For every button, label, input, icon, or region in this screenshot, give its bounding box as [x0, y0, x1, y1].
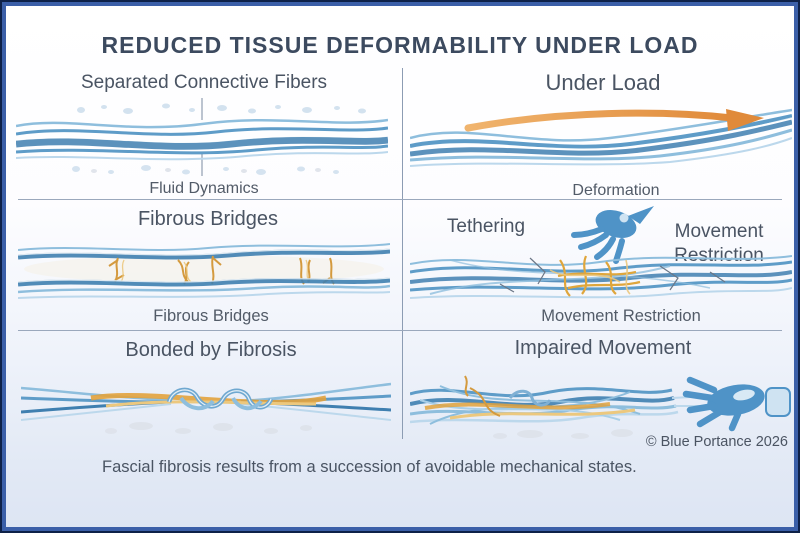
gloved-hand-icon — [682, 376, 791, 432]
tethering-label: Movement Restriction — [541, 307, 701, 325]
bonded-by-fibrosis-heading: Bonded by Fibrosis — [125, 339, 297, 361]
impaired-movement-illustration — [410, 375, 791, 439]
movement-restriction-line1: Movement — [674, 221, 764, 242]
fibrous-bridges-label: Fibrous Bridges — [153, 307, 269, 325]
page-title: REDUCED TISSUE DEFORMABILITY UNDER LOAD — [101, 32, 699, 58]
separated-fibers-heading: Separated Connective Fibers — [80, 72, 328, 93]
copyright-text: © Blue Portance 2026 — [645, 434, 788, 450]
tethering-heading: Tethering — [446, 216, 526, 237]
fibrous-bridges-illustration — [18, 243, 390, 299]
separated-fibers-label: Fluid Dynamics — [149, 180, 259, 197]
center-vertical-divider — [402, 68, 403, 439]
diagram-content: REDUCED TISSUE DEFORMABILITY UNDER LOAD … — [6, 6, 794, 527]
bonded-by-fibrosis-illustration — [21, 382, 391, 434]
under-load-illustration — [410, 108, 792, 167]
fibrous-bridges-heading: Fibrous Bridges — [137, 208, 279, 230]
under-load-label: Deformation — [572, 182, 660, 199]
tethering-illustration — [410, 255, 792, 299]
load-direction-arrow-icon — [464, 109, 764, 132]
movement-restriction-side-label: Movement Restriction — [652, 220, 786, 268]
under-load-heading: Under Load — [545, 70, 661, 95]
movement-restriction-line2: Restriction — [674, 244, 764, 266]
impaired-movement-heading: Impaired Movement — [514, 337, 692, 359]
separated-fibers-illustration — [16, 98, 388, 176]
row-divider-2 — [18, 330, 782, 331]
row-divider-1 — [18, 199, 782, 200]
caption-text: Fascial fibrosis results from a successi… — [102, 458, 637, 476]
grasping-hand-icon — [571, 206, 654, 264]
